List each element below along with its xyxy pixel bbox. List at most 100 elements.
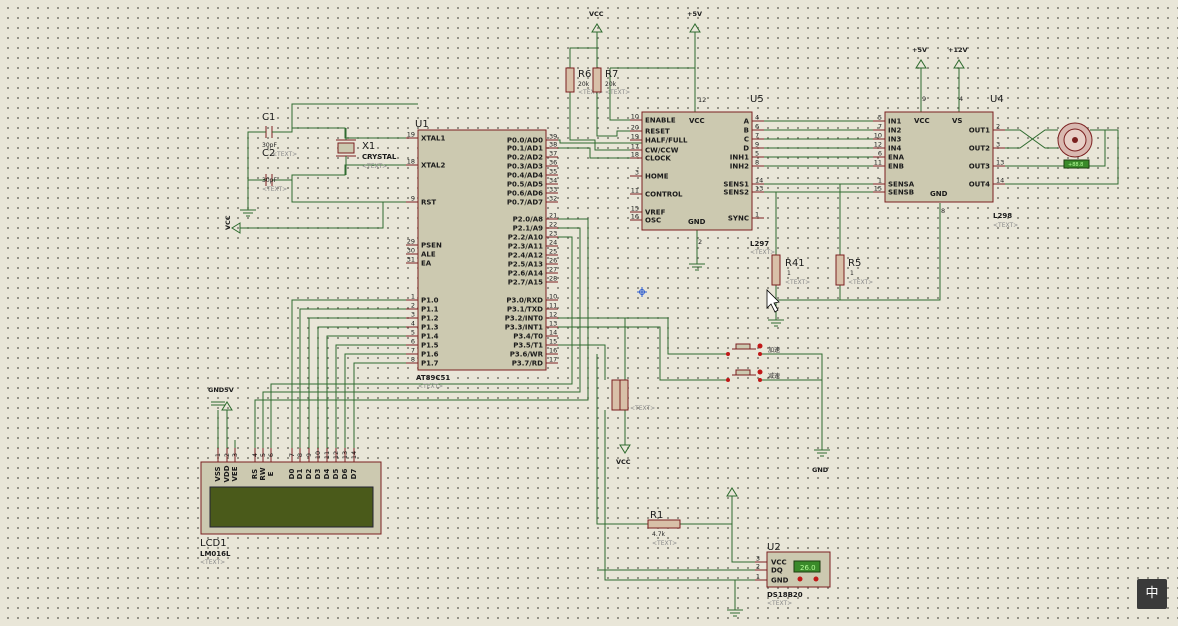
- capacitor-c2[interactable]: C2 30pF <TEXT>: [262, 148, 287, 193]
- switch-accelerate[interactable]: 加速: [726, 343, 780, 357]
- lcd-pin-8[interactable]: 8D1: [296, 448, 304, 479]
- crystal-x1[interactable]: X1 CRYSTAL <TEXT>: [336, 128, 397, 175]
- lcd-pin-7[interactable]: 7D0: [288, 448, 296, 479]
- switch-decelerate[interactable]: 减速: [726, 369, 780, 383]
- probe-crosshair-icon[interactable]: [637, 287, 647, 297]
- u5-pin-7[interactable]: 7C: [744, 132, 764, 144]
- resistor-r1[interactable]: R1 4.7k <TEXT>: [647, 510, 681, 547]
- resistor-r6[interactable]: R6 20k <TEXT>: [565, 67, 603, 96]
- ime-indicator-button[interactable]: 中: [1137, 579, 1167, 609]
- u5-pin-9[interactable]: 9D: [743, 141, 764, 153]
- lcd-pin-6[interactable]: 6E: [267, 448, 275, 476]
- u5-pin-6[interactable]: 6B: [744, 123, 764, 135]
- stepper-motor[interactable]: +88.8: [1057, 122, 1093, 169]
- u5-pin-4[interactable]: 4A: [744, 114, 764, 126]
- capacitor-c1[interactable]: C1 30pF <TEXT>: [262, 112, 297, 158]
- resistor-r7[interactable]: R7 20k <TEXT>: [592, 67, 630, 96]
- buzzer[interactable]: <TEXT>: [611, 379, 655, 412]
- lcd-pin-9[interactable]: 9D2: [305, 448, 313, 479]
- resistor-r41[interactable]: R41 1 <TEXT>: [771, 254, 810, 286]
- lcd1-lm016l[interactable]: LCD1 LM016L <TEXT> 1VSS2VDD3VEE4RS5RW6E7…: [200, 448, 382, 566]
- lcd-pin-5[interactable]: 5RW: [259, 448, 267, 481]
- lcd-pin-4[interactable]: 4RS: [251, 448, 259, 479]
